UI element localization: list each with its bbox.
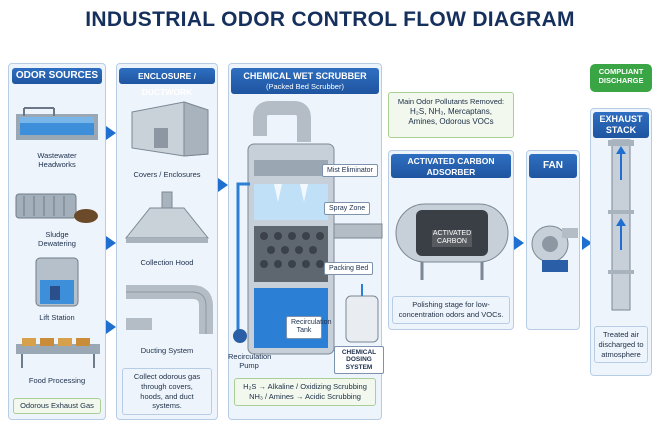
pollutants-line-2: Amines, Odorous VOCs — [408, 117, 494, 127]
spray-zone-label: Spray Zone — [324, 202, 371, 215]
wet-scrubber-tower-icon — [233, 101, 383, 355]
carbon-vessel-label: ACTIVATED CARBON — [432, 230, 472, 247]
flow-arrow-5 — [514, 236, 524, 250]
scrubber-title: CHEMICAL WET SCRUBBER — [243, 71, 367, 81]
flow-arrow-1 — [106, 126, 116, 140]
enclosure-building-icon — [131, 101, 209, 157]
scrubber-header: CHEMICAL WET SCRUBBER (Packed Bed Scrubb… — [231, 68, 379, 94]
collection-hood-icon — [124, 191, 210, 243]
flow-arrow-2 — [106, 236, 116, 250]
covers-enclosures-label: Covers / Enclosures — [133, 170, 201, 179]
flow-arrow-4 — [218, 178, 228, 192]
fan-blower-icon — [531, 225, 578, 272]
scrubber-subtitle: (Packed Bed Scrubber) — [266, 82, 344, 92]
chemical-dosing-label: CHEMICAL DOSING SYSTEM — [334, 346, 384, 375]
carbon-header: ACTIVATED CARBON ADSORBER — [391, 154, 511, 178]
recirculation-tank-label: Recirculation Tank — [286, 316, 331, 339]
pollutants-line-1: H₂S, NH₃, Mercaptans, — [410, 106, 492, 116]
stack-header: EXHAUST STACK — [593, 112, 649, 138]
pollutants-heading: Main Odor Pollutants Removed: — [397, 97, 505, 106]
food-processing-icon — [16, 338, 100, 368]
ducting-system-icon — [126, 285, 213, 334]
ducting-system-label: Ducting System — [140, 346, 194, 355]
collection-hood-label: Collection Hood — [140, 258, 194, 267]
source-sludge-dewatering: Sludge Dewatering — [38, 230, 76, 249]
source-food-processing: Food Processing — [28, 376, 86, 385]
carbon-note: Polishing stage for low-concentration od… — [392, 296, 510, 324]
compliant-discharge-badge: COMPLIANT DISCHARGE — [590, 64, 652, 92]
scrubbing-chemistry-note: H₂S → Alkaline / Oxidizing Scrubbing NH₃… — [234, 378, 376, 406]
source-wastewater-headworks: Wastewater Headworks — [37, 151, 77, 170]
odorous-exhaust-gas-label: Odorous Exhaust Gas — [13, 398, 101, 414]
wastewater-headworks-icon — [16, 107, 98, 140]
h2s-scrubbing-line: H₂S → Alkaline / Oxidizing Scrubbing — [243, 382, 367, 391]
exhaust-stack-icon — [608, 139, 634, 311]
treated-air-note: Treated air discharged to atmosphere — [594, 326, 648, 364]
pollutants-box: Main Odor Pollutants Removed: H₂S, NH₃, … — [388, 92, 514, 138]
source-lift-station: Lift Station — [39, 313, 75, 322]
odor-sources-header: ODOR SOURCES — [12, 68, 102, 84]
flow-arrow-6 — [582, 236, 592, 250]
carbon-adsorber-vessel-icon — [395, 203, 509, 280]
page-title: INDUSTRIAL ODOR CONTROL FLOW DIAGRAM — [85, 8, 575, 31]
flow-arrow-3 — [106, 320, 116, 334]
lift-station-icon — [35, 257, 79, 307]
enclosure-note: Collect odorous gas through covers, hood… — [122, 368, 212, 415]
sludge-dewatering-icon — [15, 193, 98, 223]
packing-bed-label: Packing Bed — [324, 262, 374, 275]
mist-eliminator-label: Mist Eliminator — [322, 164, 378, 177]
recirculation-pump-label: Recirculation Pump — [228, 352, 272, 371]
compliant-discharge-text: COMPLIANT DISCHARGE — [598, 67, 644, 86]
fan-header: FAN — [529, 154, 577, 178]
enclosure-header: ENCLOSURE / DUCTWORK — [119, 68, 215, 97]
nh3-scrubbing-line: NH₃ / Amines → Acidic Scrubbing — [249, 391, 361, 401]
